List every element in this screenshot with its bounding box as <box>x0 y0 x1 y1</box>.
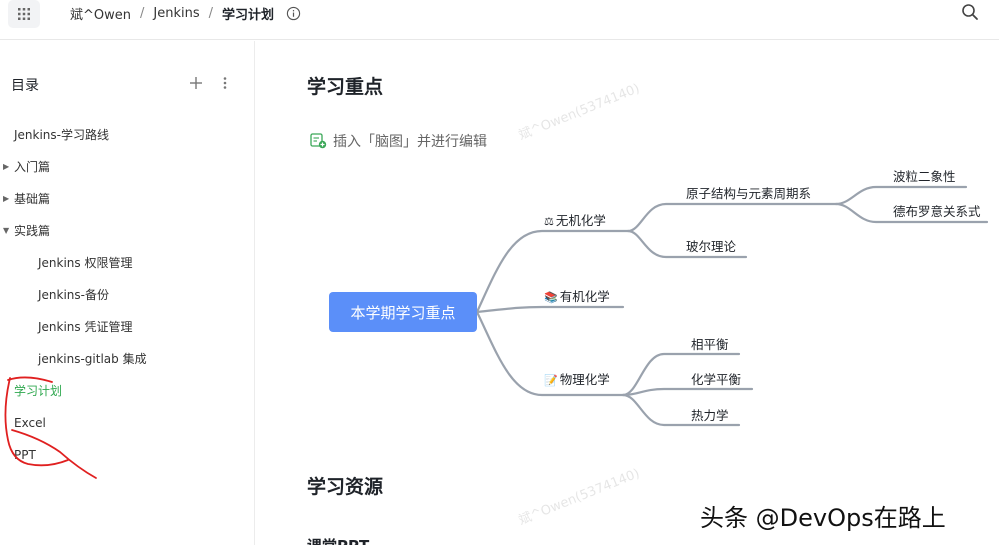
sidebar-title: 目录 <box>11 78 39 94</box>
sidebar-item-label: PPT <box>14 448 36 462</box>
mindmap-node-organic[interactable]: 📚有机化学 <box>544 286 610 305</box>
sidebar-item-label: jenkins-gitlab 集成 <box>38 352 147 366</box>
mindmap-diagram[interactable]: 本学期学习重点 ⚖无机化学 📚有机化学 📝物理化学 原子结构与元素周期系 玻尔理… <box>256 41 999 545</box>
sidebar-item-learning-path[interactable]: Jenkins-学习路线 <box>14 126 109 144</box>
chevron-down-icon[interactable]: ▼ <box>3 226 10 235</box>
sidebar-item-label: 学习计划 <box>14 384 63 398</box>
mindmap-node-atom-structure[interactable]: 原子结构与元素周期系 <box>686 186 812 201</box>
memo-icon: 📝 <box>544 374 558 387</box>
breadcrumb-separator: / <box>208 5 214 21</box>
heading-study-focus: 学习重点 <box>307 76 384 98</box>
heading-study-resources: 学习资源 <box>307 476 384 498</box>
mindmap-node-wave-particle[interactable]: 波粒二象性 <box>893 169 956 184</box>
chevron-right-icon[interactable]: ▶ <box>3 162 10 171</box>
mindmap-node-de-broglie[interactable]: 德布罗意关系式 <box>893 204 981 219</box>
books-icon: 📚 <box>544 291 558 304</box>
breadcrumb: 斌^Owen / Jenkins / 学习计划 <box>70 4 301 23</box>
mindmap-node-label: 无机化学 <box>555 213 606 228</box>
brand-watermark: 头条 @DevOps在路上 <box>700 504 946 532</box>
mindmap-node-physical[interactable]: 📝物理化学 <box>544 369 610 388</box>
sidebar-item-label: 入门篇 <box>14 160 51 174</box>
breadcrumb-item-space[interactable]: Jenkins <box>153 5 200 21</box>
top-bar: 斌^Owen / Jenkins / 学习计划 <box>0 0 999 40</box>
search-icon[interactable] <box>961 3 979 25</box>
mindmap-connectors <box>475 185 989 427</box>
sidebar-item-label: Jenkins 凭证管理 <box>38 320 133 334</box>
mindmap-node-inorganic[interactable]: ⚖无机化学 <box>544 210 606 229</box>
mindmap-node-label: 有机化学 <box>559 289 610 304</box>
sidebar-item-label: 基础篇 <box>14 192 51 206</box>
mindmap-root-node[interactable]: 本学期学习重点 <box>329 292 477 332</box>
mindmap-node-label: 物理化学 <box>559 372 610 387</box>
sidebar-item-label: 实践篇 <box>14 224 51 238</box>
sidebar-item-credentials[interactable]: Jenkins 凭证管理 <box>38 318 132 336</box>
sidebar-item-ppt[interactable]: PPT <box>14 446 36 464</box>
sidebar-item-excel[interactable]: Excel <box>14 414 46 432</box>
apps-grid-icon[interactable] <box>8 0 40 28</box>
handwritten-annotation <box>4 376 97 479</box>
more-vertical-icon[interactable] <box>219 75 231 94</box>
plus-icon[interactable] <box>189 75 203 94</box>
mindmap-node-chemical-equilibrium[interactable]: 化学平衡 <box>691 372 742 387</box>
breadcrumb-separator: / <box>140 5 145 21</box>
document-content: 斌^Owen(5374140) 斌^Owen(5374140) 学习重点 插入「… <box>256 41 999 545</box>
sidebar-item-label: Jenkins 权限管理 <box>38 256 133 270</box>
sidebar-item-gitlab[interactable]: jenkins-gitlab 集成 <box>38 350 147 368</box>
insert-mindmap-label: 插入「脑图」并进行编辑 <box>333 134 487 150</box>
breadcrumb-item-workspace[interactable]: 斌^Owen <box>70 7 131 23</box>
sidebar-item-label: Excel <box>14 416 46 430</box>
sidebar-item-practice[interactable]: ▼ 实践篇 <box>0 222 50 240</box>
sidebar-toc: 目录 Jenkins-学习路线 ▶ 入门篇 ▶ 基础篇 ▼ 实践篇 Jenkins 权… <box>0 41 255 545</box>
sidebar-item-intro[interactable]: ▶ 入门篇 <box>0 158 50 176</box>
sidebar-item-label: Jenkins-学习路线 <box>14 128 109 142</box>
mindmap-node-bohr[interactable]: 玻尔理论 <box>686 239 737 254</box>
sidebar-item-label: Jenkins-备份 <box>38 288 109 302</box>
mindmap-node-thermodynamics[interactable]: 热力学 <box>691 408 729 423</box>
breadcrumb-item-current: 学习计划 <box>222 7 275 23</box>
mindmap-insert-icon <box>310 133 327 149</box>
chevron-right-icon[interactable]: ▶ <box>3 194 10 203</box>
mindmap-node-phase-equilibrium[interactable]: 相平衡 <box>691 337 729 352</box>
heading-class-ppt: 课堂PPT <box>307 535 369 545</box>
sidebar-item-permissions[interactable]: Jenkins 权限管理 <box>38 254 132 272</box>
insert-mindmap-button[interactable]: 插入「脑图」并进行编辑 <box>310 131 487 151</box>
scales-icon: ⚖ <box>544 215 554 228</box>
info-icon[interactable] <box>286 6 301 21</box>
sidebar-item-study-plan[interactable]: 学习计划 <box>14 382 62 400</box>
sidebar-item-basics[interactable]: ▶ 基础篇 <box>0 190 50 208</box>
sidebar-item-backup[interactable]: Jenkins-备份 <box>38 286 109 304</box>
